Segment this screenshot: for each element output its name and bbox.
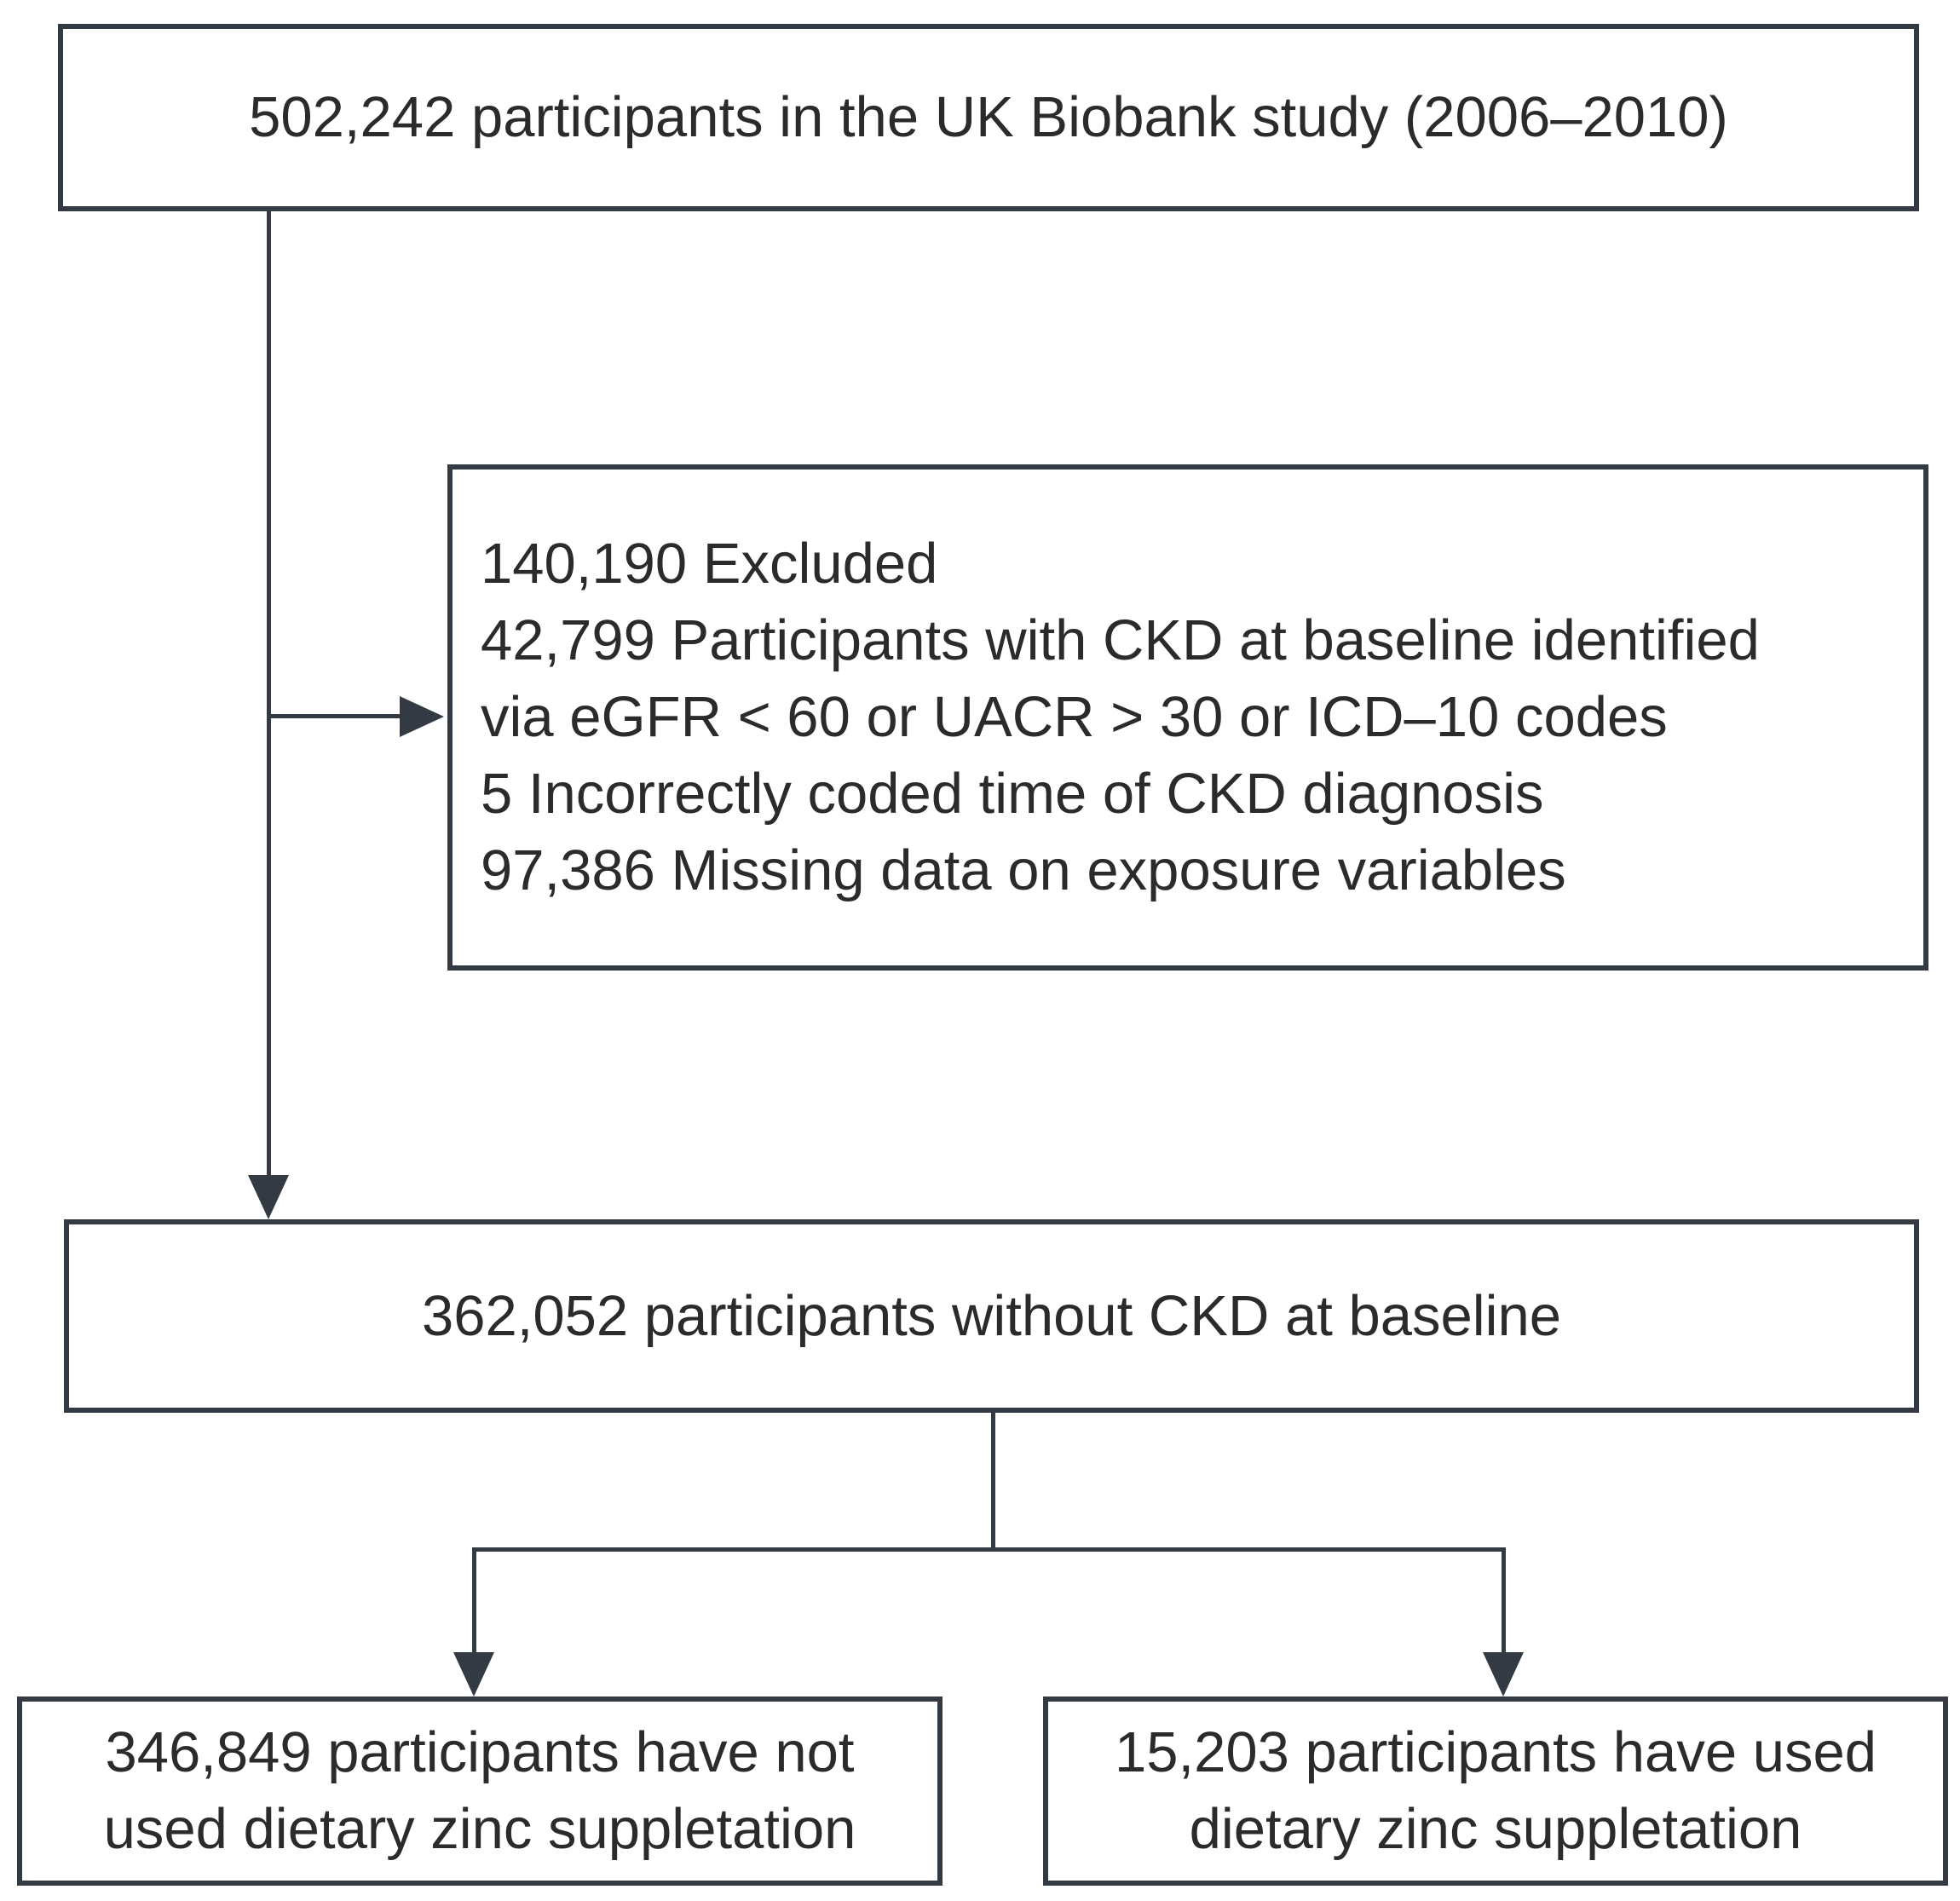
arrowhead-down-into-zinc-icon bbox=[1483, 1652, 1524, 1696]
arrowhead-right-into-excluded-icon bbox=[400, 696, 444, 737]
arrowhead-down-into-no-zinc-icon bbox=[453, 1652, 494, 1696]
zinc-line-1: 15,203 participants have used bbox=[1115, 1720, 1876, 1784]
no-zinc-line-1: 346,849 participants have not bbox=[105, 1720, 855, 1784]
excluded-line-total: 140,190 Excluded bbox=[481, 532, 938, 596]
total-participants-text: 502,242 participants in the UK Biobank s… bbox=[249, 85, 1728, 149]
connector-to-excluded bbox=[268, 714, 401, 718]
box-no-zinc-supplement: 346,849 participants have not used dieta… bbox=[17, 1696, 943, 1886]
excluded-line-ckd-baseline: 42,799 Participants with CKD at baseline… bbox=[481, 608, 1760, 672]
box-excluded: 140,190 Excluded 42,799 Participants wit… bbox=[447, 464, 1928, 971]
box-zinc-supplement: 15,203 participants have used dietary zi… bbox=[1043, 1696, 1948, 1886]
excluded-line-missing-data: 97,386 Missing data on exposure variable… bbox=[481, 838, 1566, 902]
box-without-ckd: 362,052 participants without CKD at base… bbox=[64, 1219, 1919, 1413]
connector-middle-down bbox=[991, 1413, 995, 1549]
connector-top-to-middle bbox=[267, 211, 271, 1178]
arrowhead-down-into-middle-icon bbox=[248, 1175, 289, 1219]
no-zinc-line-2: used dietary zinc suppletation bbox=[103, 1797, 856, 1861]
excluded-line-criteria: via eGFR < 60 or UACR > 30 or ICD–10 cod… bbox=[481, 685, 1668, 749]
zinc-line-2: dietary zinc suppletation bbox=[1189, 1797, 1802, 1861]
connector-left-down bbox=[472, 1547, 476, 1654]
connector-branch-horizontal bbox=[472, 1547, 1505, 1552]
without-ckd-text: 362,052 participants without CKD at base… bbox=[421, 1283, 1562, 1348]
box-total-participants: 502,242 participants in the UK Biobank s… bbox=[58, 24, 1919, 211]
excluded-line-incorrect-coding: 5 Incorrectly coded time of CKD diagnosi… bbox=[481, 762, 1544, 826]
connector-right-down bbox=[1502, 1547, 1506, 1654]
